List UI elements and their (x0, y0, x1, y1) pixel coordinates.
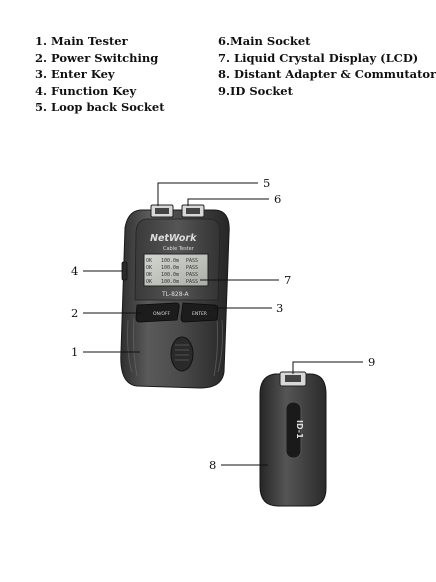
callout-line-6 (187, 198, 269, 206)
lcd-row-1-status: OK (146, 258, 152, 264)
legend-item-id-socket: 9.ID Socket (218, 83, 293, 98)
lcd-row-3-length: 100.0m (161, 272, 179, 278)
oval-grip-ridges (175, 344, 189, 361)
callout-number-1: 1 (71, 345, 78, 359)
svg-text:PASS: PASS (186, 258, 198, 264)
callout-number-3: 3 (276, 301, 283, 315)
lcd-row-3-status: OK (146, 272, 152, 278)
lcd-row-2-result: PASS (186, 265, 198, 271)
lcd-row-3-result: PASS (186, 272, 198, 278)
callout-number-6: 6 (274, 192, 281, 206)
callout-line-5 (157, 182, 258, 206)
svg-text:100.0m: 100.0m (161, 258, 179, 264)
grip-texture (127, 317, 223, 377)
legend-item-main-socket: 6.Main Socket (218, 34, 311, 48)
callout-lines (83, 182, 363, 466)
lcd-row-2-status: OK (146, 265, 152, 271)
device-subtitle: Cable Tester (163, 246, 195, 252)
main-tester: NetWork Cable Tester OK 100.0m PASS OK 1… (120, 204, 230, 389)
callout-line-9 (292, 361, 363, 374)
svg-text:PASS: PASS (186, 265, 198, 271)
device-brand: NetWork (150, 233, 197, 244)
svg-text:OK: OK (146, 279, 152, 285)
adapter-label: ID-1 (295, 420, 304, 439)
svg-text:100.0m: 100.0m (161, 272, 179, 278)
distant-adapter: ID-1 (259, 371, 327, 507)
svg-text:PASS: PASS (186, 272, 198, 278)
power-key (135, 302, 180, 323)
svg-text:PASS: PASS (186, 279, 198, 285)
tester-oval-grip (170, 336, 194, 372)
callout-number-4: 4 (71, 264, 78, 278)
lcd-row-4-length: 100.0m (161, 279, 179, 285)
lcd-row-4-status: OK (146, 279, 152, 285)
svg-text:OK: OK (146, 272, 152, 278)
lcd-readout: OK 100.0m PASS OK 100.0m PASS OK 100.0m … (146, 258, 198, 285)
legend-item-function-key: 4. Function Key (35, 83, 137, 98)
legend-item-main-tester: 1. Main Tester (35, 34, 128, 48)
callout-number-8: 8 (209, 458, 216, 472)
power-key-label: ON/OFF (153, 311, 171, 317)
device-model: TL-828-A (161, 291, 190, 298)
callout-number-7: 7 (284, 273, 291, 287)
svg-text:100.0m: 100.0m (161, 265, 179, 271)
legend-item-lcd: 7. Liquid Crystal Display (LCD) (218, 50, 419, 65)
legend-left-column: 1. Main Tester 2. Power Switching 3. Ent… (35, 33, 165, 116)
legend-item-distant-adapter: 8. Distant Adapter & Commutator (218, 67, 436, 81)
lcd-screen (143, 253, 209, 287)
legend-right-column: 6.Main Socket 7. Liquid Crystal Display … (218, 33, 436, 99)
legend-item-loop-back-socket: 5. Loop back Socket (35, 100, 165, 114)
callout-number-2: 2 (71, 306, 78, 320)
legend-item-power-switching: 2. Power Switching (35, 50, 159, 65)
adapter-label-plate (285, 401, 302, 459)
enter-key (180, 302, 219, 323)
enter-key-label: ENTER (192, 311, 207, 317)
callout-numbers: 5 6 4 7 2 3 1 9 8 (71, 176, 375, 472)
callout-number-5: 5 (263, 176, 270, 190)
lcd-row-2-length: 100.0m (161, 265, 179, 271)
svg-text:OK: OK (146, 258, 152, 264)
legend-item-enter-key: 3. Enter Key (35, 67, 115, 81)
lcd-row-1-result: PASS (186, 258, 198, 264)
lcd-row-4-result: PASS (186, 279, 198, 285)
lcd-row-1-length: 100.0m (161, 258, 179, 264)
callout-number-9: 9 (368, 355, 375, 369)
svg-text:OK: OK (146, 265, 152, 271)
svg-text:100.0m: 100.0m (161, 279, 179, 285)
